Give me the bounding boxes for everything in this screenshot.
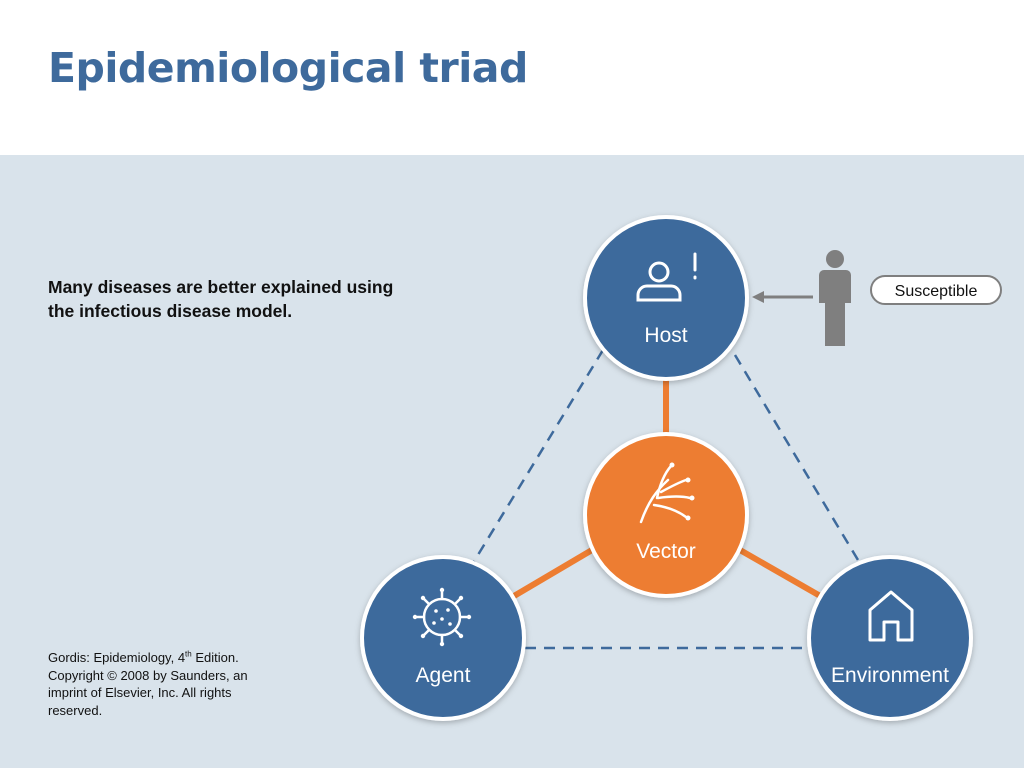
- house-icon: [868, 590, 914, 642]
- susceptible-badge: Susceptible: [870, 275, 1002, 305]
- link-vector-agent: [512, 547, 594, 599]
- vector-node: Vector: [583, 432, 749, 598]
- environment-node: Environment: [807, 555, 973, 721]
- person-silhouette-icon: [819, 250, 851, 346]
- vector-label: Vector: [636, 540, 696, 563]
- citation-end: Edition. Copyright © 2008 by Saunders, a…: [48, 650, 248, 718]
- host-node: Host: [583, 215, 749, 381]
- arrow-head: [752, 291, 764, 303]
- link-vector-environment: [738, 547, 824, 600]
- environment-label: Environment: [831, 664, 949, 687]
- citation-superscript: th: [185, 649, 192, 659]
- citation-start: Gordis: Epidemiology, 4: [48, 650, 186, 665]
- host-label: Host: [644, 324, 687, 347]
- page-title: Epidemiological triad: [48, 44, 528, 92]
- intro-text: Many diseases are better explained using…: [48, 277, 394, 321]
- virus-icon: [412, 587, 472, 647]
- person-alert-icon: [636, 252, 697, 302]
- edge-host-environment: [733, 354, 860, 561]
- agent-node: Agent: [360, 555, 526, 721]
- citation-text: Gordis: Epidemiology, 4th Edition. Copyr…: [48, 649, 288, 719]
- susceptible-label: Susceptible: [895, 283, 978, 300]
- edge-host-agent: [468, 349, 605, 569]
- tentacle-icon: [639, 462, 695, 524]
- agent-label: Agent: [416, 664, 471, 687]
